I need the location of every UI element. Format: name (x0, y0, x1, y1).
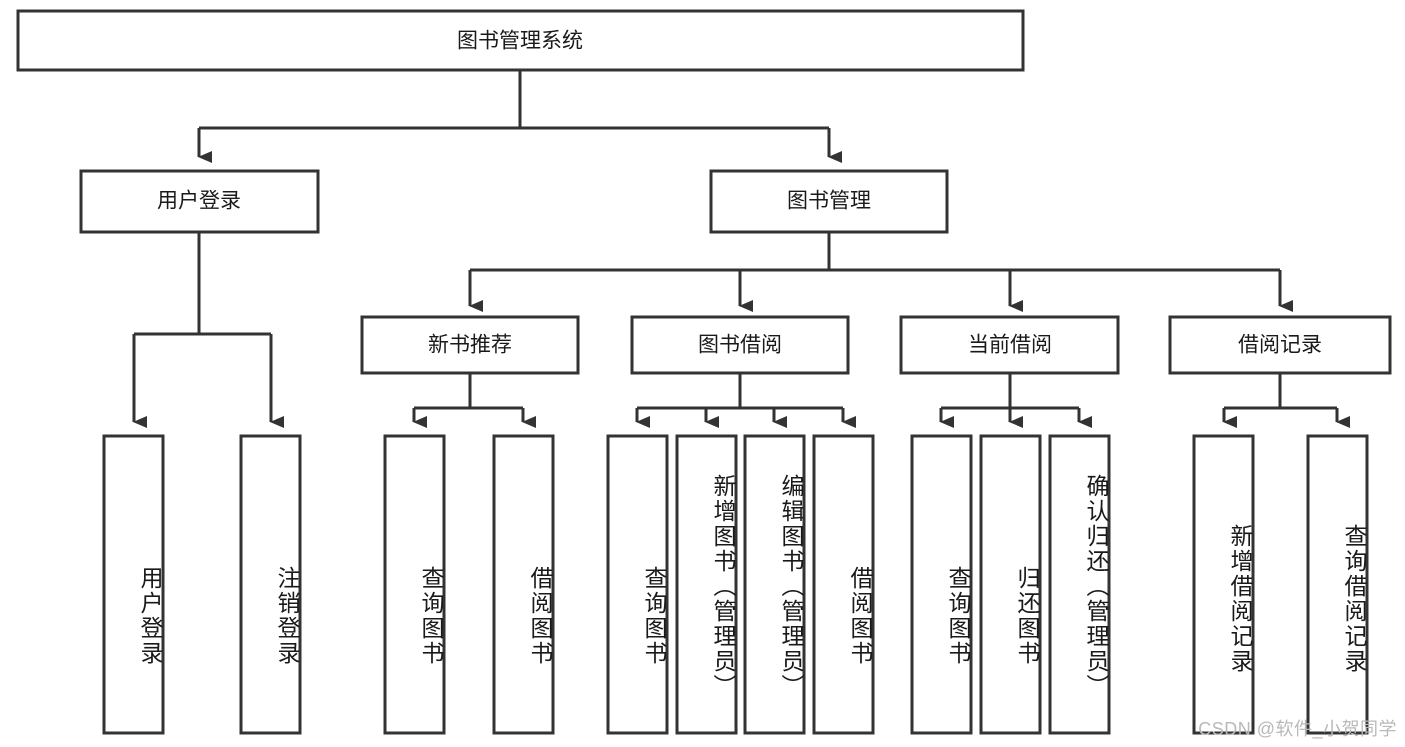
node-current-borrow[interactable]: 当前借阅 (899, 315, 1120, 375)
node-user-login[interactable]: 用户登录 (79, 169, 320, 234)
node-root[interactable]: 图书管理系统 (16, 9, 1025, 72)
node-user-login-label: 用户登录 (157, 190, 241, 213)
leaf-box-query-book-nb[interactable] (383, 434, 446, 735)
connector-borrow-to-leaves (635, 373, 856, 428)
leaf-box-borrow-book-nb[interactable] (492, 434, 555, 735)
leaf-box-add-book[interactable] (675, 434, 738, 735)
node-book-management-label: 图书管理 (787, 190, 871, 213)
leaf-box-query-book-bb[interactable] (606, 434, 669, 735)
node-borrow-record-label: 借阅记录 (1238, 334, 1322, 357)
connector-current-to-leaves (939, 373, 1092, 428)
node-new-book-recommend[interactable]: 新书推荐 (360, 315, 580, 375)
node-new-book-recommend-label: 新书推荐 (428, 334, 512, 357)
leaf-box-user-login[interactable] (102, 434, 165, 735)
leaf-box-logout[interactable] (239, 434, 302, 735)
connector-record-to-leaves (1222, 373, 1350, 428)
node-book-borrow-label: 图书借阅 (698, 334, 782, 357)
node-book-management[interactable]: 图书管理 (709, 169, 949, 234)
leaf-box-add-record[interactable] (1192, 434, 1255, 735)
leaf-box-borrow-book-bb[interactable] (812, 434, 875, 735)
leaf-box-return-book[interactable] (979, 434, 1042, 735)
leaf-box-query-book-cb[interactable] (910, 434, 973, 735)
connector-newbook-to-leaves (412, 373, 536, 428)
leaf-box-edit-book[interactable] (743, 434, 806, 735)
node-root-label: 图书管理系统 (457, 30, 583, 53)
leaf-box-confirm-return[interactable] (1048, 434, 1111, 735)
node-book-borrow[interactable]: 图书借阅 (630, 315, 850, 375)
leaf-box-query-record[interactable] (1306, 434, 1369, 735)
connector-userlogin-to-leaves (132, 232, 284, 428)
node-current-borrow-label: 当前借阅 (968, 334, 1052, 357)
watermark-text: CSDN @软件_小贺同学 (1198, 719, 1397, 739)
connector-bookmgmt-to-level3 (468, 232, 1293, 312)
node-borrow-record[interactable]: 借阅记录 (1168, 315, 1392, 375)
connector-root-to-level2 (197, 70, 842, 163)
